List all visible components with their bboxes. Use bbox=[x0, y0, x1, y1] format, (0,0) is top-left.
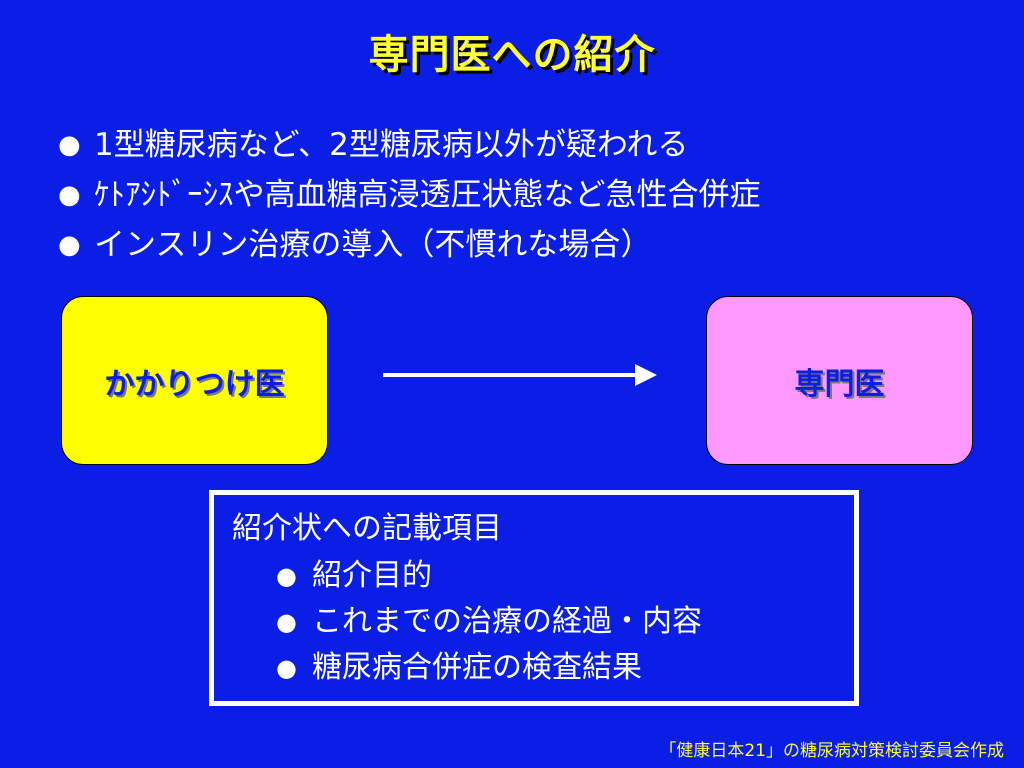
list-item: ● これまでの治療の経過・内容 bbox=[276, 599, 702, 645]
list-item-text: 1型糖尿病など、2型糖尿病以外が疑われる bbox=[94, 127, 689, 163]
bullet-icon: ● bbox=[276, 562, 297, 590]
specialist-box: 専門医 bbox=[706, 296, 973, 465]
referral-heading: 紹介状への記載項目 bbox=[232, 511, 502, 546]
referral-items-list: ● 紹介目的 ● これまでの治療の経過・内容 ● 糖尿病合併症の検査結果 bbox=[276, 553, 702, 691]
list-item: ● インスリン治療の導入（不慣れな場合） bbox=[58, 220, 761, 270]
right-arrow-icon bbox=[383, 364, 657, 386]
source-credit: 「健康日本21」の糖尿病対策検討委員会作成 bbox=[659, 741, 1004, 761]
list-item: ● 1型糖尿病など、2型糖尿病以外が疑われる bbox=[58, 120, 761, 170]
list-item-text: これまでの治療の経過・内容 bbox=[312, 604, 702, 639]
list-item-text: 紹介目的 bbox=[312, 558, 432, 593]
list-item: ● 紹介目的 bbox=[276, 553, 702, 599]
referral-letter-box: 紹介状への記載項目 ● 紹介目的 ● これまでの治療の経過・内容 ● 糖尿病合併… bbox=[209, 490, 859, 706]
list-item: ● 糖尿病合併症の検査結果 bbox=[276, 645, 702, 691]
list-item-text: 糖尿病合併症の検査結果 bbox=[312, 650, 642, 685]
bullet-icon: ● bbox=[276, 608, 297, 636]
criteria-list: ● 1型糖尿病など、2型糖尿病以外が疑われる ● ｹﾄｱｼﾄﾞｰｼｽや高血糖高浸… bbox=[58, 120, 761, 270]
list-item-text: インスリン治療の導入（不慣れな場合） bbox=[94, 227, 652, 263]
bullet-icon: ● bbox=[58, 180, 81, 210]
list-item: ● ｹﾄｱｼﾄﾞｰｼｽや高血糖高浸透圧状態など急性合併症 bbox=[58, 170, 761, 220]
bullet-icon: ● bbox=[58, 130, 81, 160]
bullet-icon: ● bbox=[58, 230, 81, 260]
specialist-label: 専門医 bbox=[794, 366, 885, 402]
slide-title: 専門医への紹介 bbox=[368, 32, 656, 78]
list-item-text: ｹﾄｱｼﾄﾞｰｼｽや高血糖高浸透圧状態など急性合併症 bbox=[94, 177, 761, 213]
family-doctor-box: かかりつけ医 bbox=[61, 296, 328, 465]
bullet-icon: ● bbox=[276, 654, 297, 682]
family-doctor-label: かかりつけ医 bbox=[104, 366, 285, 402]
